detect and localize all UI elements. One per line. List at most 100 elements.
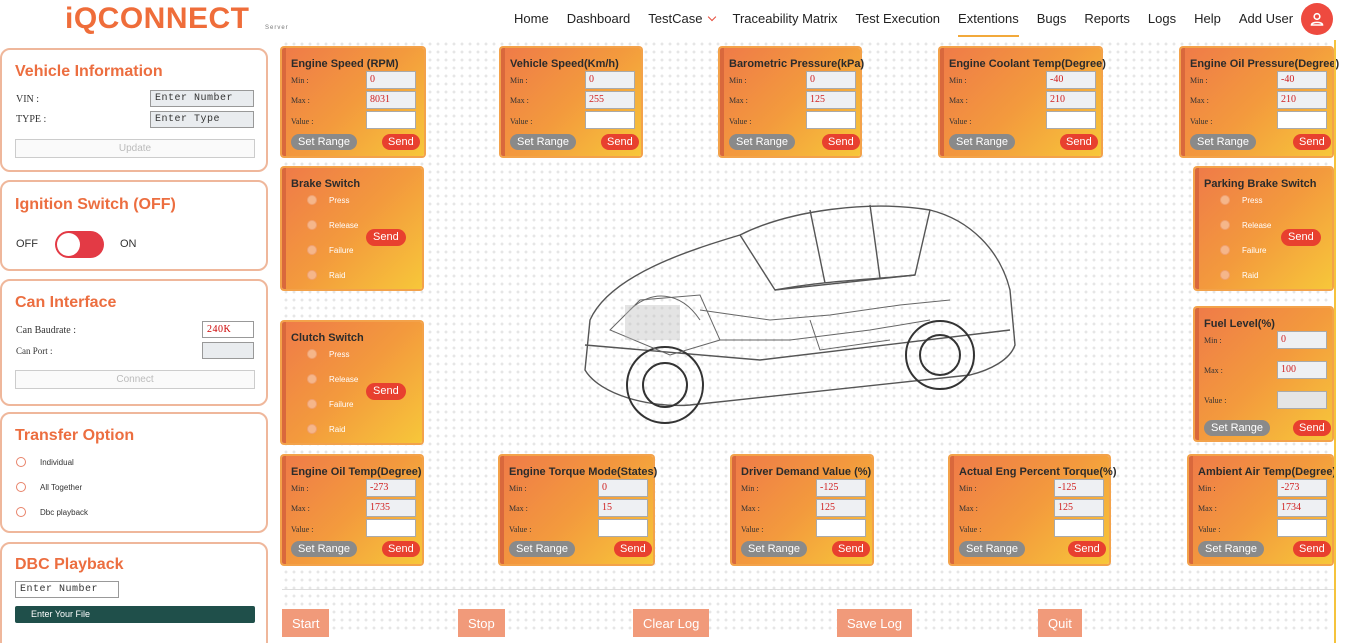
can-baudrate-input[interactable]: 240K	[202, 321, 254, 338]
brake-failure-radio[interactable]	[307, 245, 317, 255]
ambient-send-button[interactable]: Send	[1293, 541, 1331, 557]
parking-release-radio[interactable]	[1220, 220, 1230, 230]
vehicle-speed-min-input[interactable]: 0	[585, 71, 635, 89]
save-log-button[interactable]: Save Log	[837, 609, 912, 637]
brake-release-radio[interactable]	[307, 220, 317, 230]
ignition-toggle[interactable]	[55, 231, 104, 258]
ambient-min-input[interactable]: -273	[1277, 479, 1327, 497]
coolant-max-input[interactable]: 210	[1046, 91, 1096, 109]
brake-send-button[interactable]: Send	[366, 229, 406, 246]
clutch-send-button[interactable]: Send	[366, 383, 406, 400]
nav-test-execution[interactable]: Test Execution	[855, 11, 941, 26]
coolant-value-input[interactable]	[1046, 111, 1096, 129]
engine-speed-min-input[interactable]: 0	[366, 71, 416, 89]
actual-torque-value-input[interactable]	[1054, 519, 1104, 537]
transfer-radio-dbc-playback[interactable]: Dbc playback	[16, 507, 88, 517]
dbc-file-button[interactable]: Enter Your File	[15, 606, 255, 623]
clutch-failure-radio[interactable]	[307, 399, 317, 409]
parking-send-button[interactable]: Send	[1281, 229, 1321, 246]
nav-logs[interactable]: Logs	[1147, 11, 1177, 26]
torque-mode-min-input[interactable]: 0	[598, 479, 648, 497]
nav-bugs[interactable]: Bugs	[1036, 11, 1067, 26]
torque-mode-send-button[interactable]: Send	[614, 541, 652, 557]
engine-speed-value-input[interactable]	[366, 111, 416, 129]
nav-help[interactable]: Help	[1194, 11, 1221, 26]
ambient-max-input[interactable]: 1734	[1277, 499, 1327, 517]
oil-temp-value-input[interactable]	[366, 519, 416, 537]
driver-demand-set-range-button[interactable]: Set Range	[741, 541, 807, 557]
connect-button[interactable]: Connect	[15, 370, 255, 389]
vehicle-speed-value-input[interactable]	[585, 111, 635, 129]
parking-failure-radio[interactable]	[1220, 245, 1230, 255]
engine-speed-send-button[interactable]: Send	[382, 134, 420, 150]
radio-circle[interactable]	[16, 457, 26, 467]
driver-demand-max-input[interactable]: 125	[816, 499, 866, 517]
type-input[interactable]: Enter Type	[150, 111, 254, 128]
update-button[interactable]: Update	[15, 139, 255, 158]
clear-log-button[interactable]: Clear Log	[633, 609, 710, 637]
oil-pressure-send-button[interactable]: Send	[1293, 134, 1331, 150]
driver-demand-send-button[interactable]: Send	[832, 541, 870, 557]
vehicle-speed-max-input[interactable]: 255	[585, 91, 635, 109]
coolant-set-range-button[interactable]: Set Range	[949, 134, 1015, 150]
fuel-send-button[interactable]: Send	[1293, 420, 1331, 436]
user-avatar-button[interactable]	[1301, 3, 1333, 35]
nav-add-user[interactable]: Add User	[1238, 11, 1294, 26]
parking-raid-radio[interactable]	[1220, 270, 1230, 280]
ambient-value-input[interactable]	[1277, 519, 1327, 537]
coolant-min-input[interactable]: -40	[1046, 71, 1096, 89]
oil-temp-max-input[interactable]: 1735	[366, 499, 416, 517]
torque-mode-value-input[interactable]	[598, 519, 648, 537]
engine-speed-max-input[interactable]: 8031	[366, 91, 416, 109]
torque-mode-max-input[interactable]: 15	[598, 499, 648, 517]
actual-torque-min-input[interactable]: -125	[1054, 479, 1104, 497]
vin-input[interactable]: Enter Number	[150, 90, 254, 107]
nav-reports[interactable]: Reports	[1084, 11, 1130, 26]
can-port-select[interactable]	[202, 342, 254, 359]
torque-mode-set-range-button[interactable]: Set Range	[509, 541, 575, 557]
nav-extentions[interactable]: Extentions	[958, 11, 1019, 37]
dbc-number-input[interactable]: Enter Number	[15, 581, 119, 598]
barometric-set-range-button[interactable]: Set Range	[729, 134, 795, 150]
clutch-release-radio[interactable]	[307, 374, 317, 384]
clutch-press-radio[interactable]	[307, 349, 317, 359]
app-logo[interactable]: iQCONNECT	[65, 2, 250, 35]
start-button[interactable]: Start	[282, 609, 330, 637]
oil-pressure-min-input[interactable]: -40	[1277, 71, 1327, 89]
brake-raid-radio[interactable]	[307, 270, 317, 280]
driver-demand-value-input[interactable]	[816, 519, 866, 537]
radio-circle[interactable]	[16, 482, 26, 492]
nav-testcase[interactable]: TestCase	[648, 11, 716, 33]
driver-demand-min-input[interactable]: -125	[816, 479, 866, 497]
vehicle-speed-send-button[interactable]: Send	[601, 134, 639, 150]
barometric-max-input[interactable]: 125	[806, 91, 856, 109]
actual-torque-max-input[interactable]: 125	[1054, 499, 1104, 517]
oil-temp-set-range-button[interactable]: Set Range	[291, 541, 357, 557]
barometric-value-input[interactable]	[806, 111, 856, 129]
nav-dashboard[interactable]: Dashboard	[566, 11, 631, 26]
actual-torque-set-range-button[interactable]: Set Range	[959, 541, 1025, 557]
engine-speed-set-range-button[interactable]: Set Range	[291, 134, 357, 150]
fuel-min-input[interactable]: 0	[1277, 331, 1327, 349]
brake-press-radio[interactable]	[307, 195, 317, 205]
oil-temp-send-button[interactable]: Send	[382, 541, 420, 557]
transfer-radio-all-together[interactable]: All Together	[16, 482, 82, 492]
ambient-set-range-button[interactable]: Set Range	[1198, 541, 1264, 557]
clutch-raid-radio[interactable]	[307, 424, 317, 434]
coolant-send-button[interactable]: Send	[1060, 134, 1098, 150]
vehicle-speed-set-range-button[interactable]: Set Range	[510, 134, 576, 150]
stop-button[interactable]: Stop	[458, 609, 505, 637]
radio-circle[interactable]	[16, 507, 26, 517]
actual-torque-send-button[interactable]: Send	[1068, 541, 1106, 557]
oil-pressure-max-input[interactable]: 210	[1277, 91, 1327, 109]
oil-pressure-set-range-button[interactable]: Set Range	[1190, 134, 1256, 150]
barometric-min-input[interactable]: 0	[806, 71, 856, 89]
parking-press-radio[interactable]	[1220, 195, 1230, 205]
barometric-send-button[interactable]: Send	[822, 134, 860, 150]
transfer-radio-individual[interactable]: Individual	[16, 457, 74, 467]
nav-traceability-matrix[interactable]: Traceability Matrix	[732, 11, 838, 26]
quit-button[interactable]: Quit	[1038, 609, 1082, 637]
oil-pressure-value-input[interactable]	[1277, 111, 1327, 129]
nav-home[interactable]: Home	[514, 11, 549, 26]
oil-temp-min-input[interactable]: -273	[366, 479, 416, 497]
